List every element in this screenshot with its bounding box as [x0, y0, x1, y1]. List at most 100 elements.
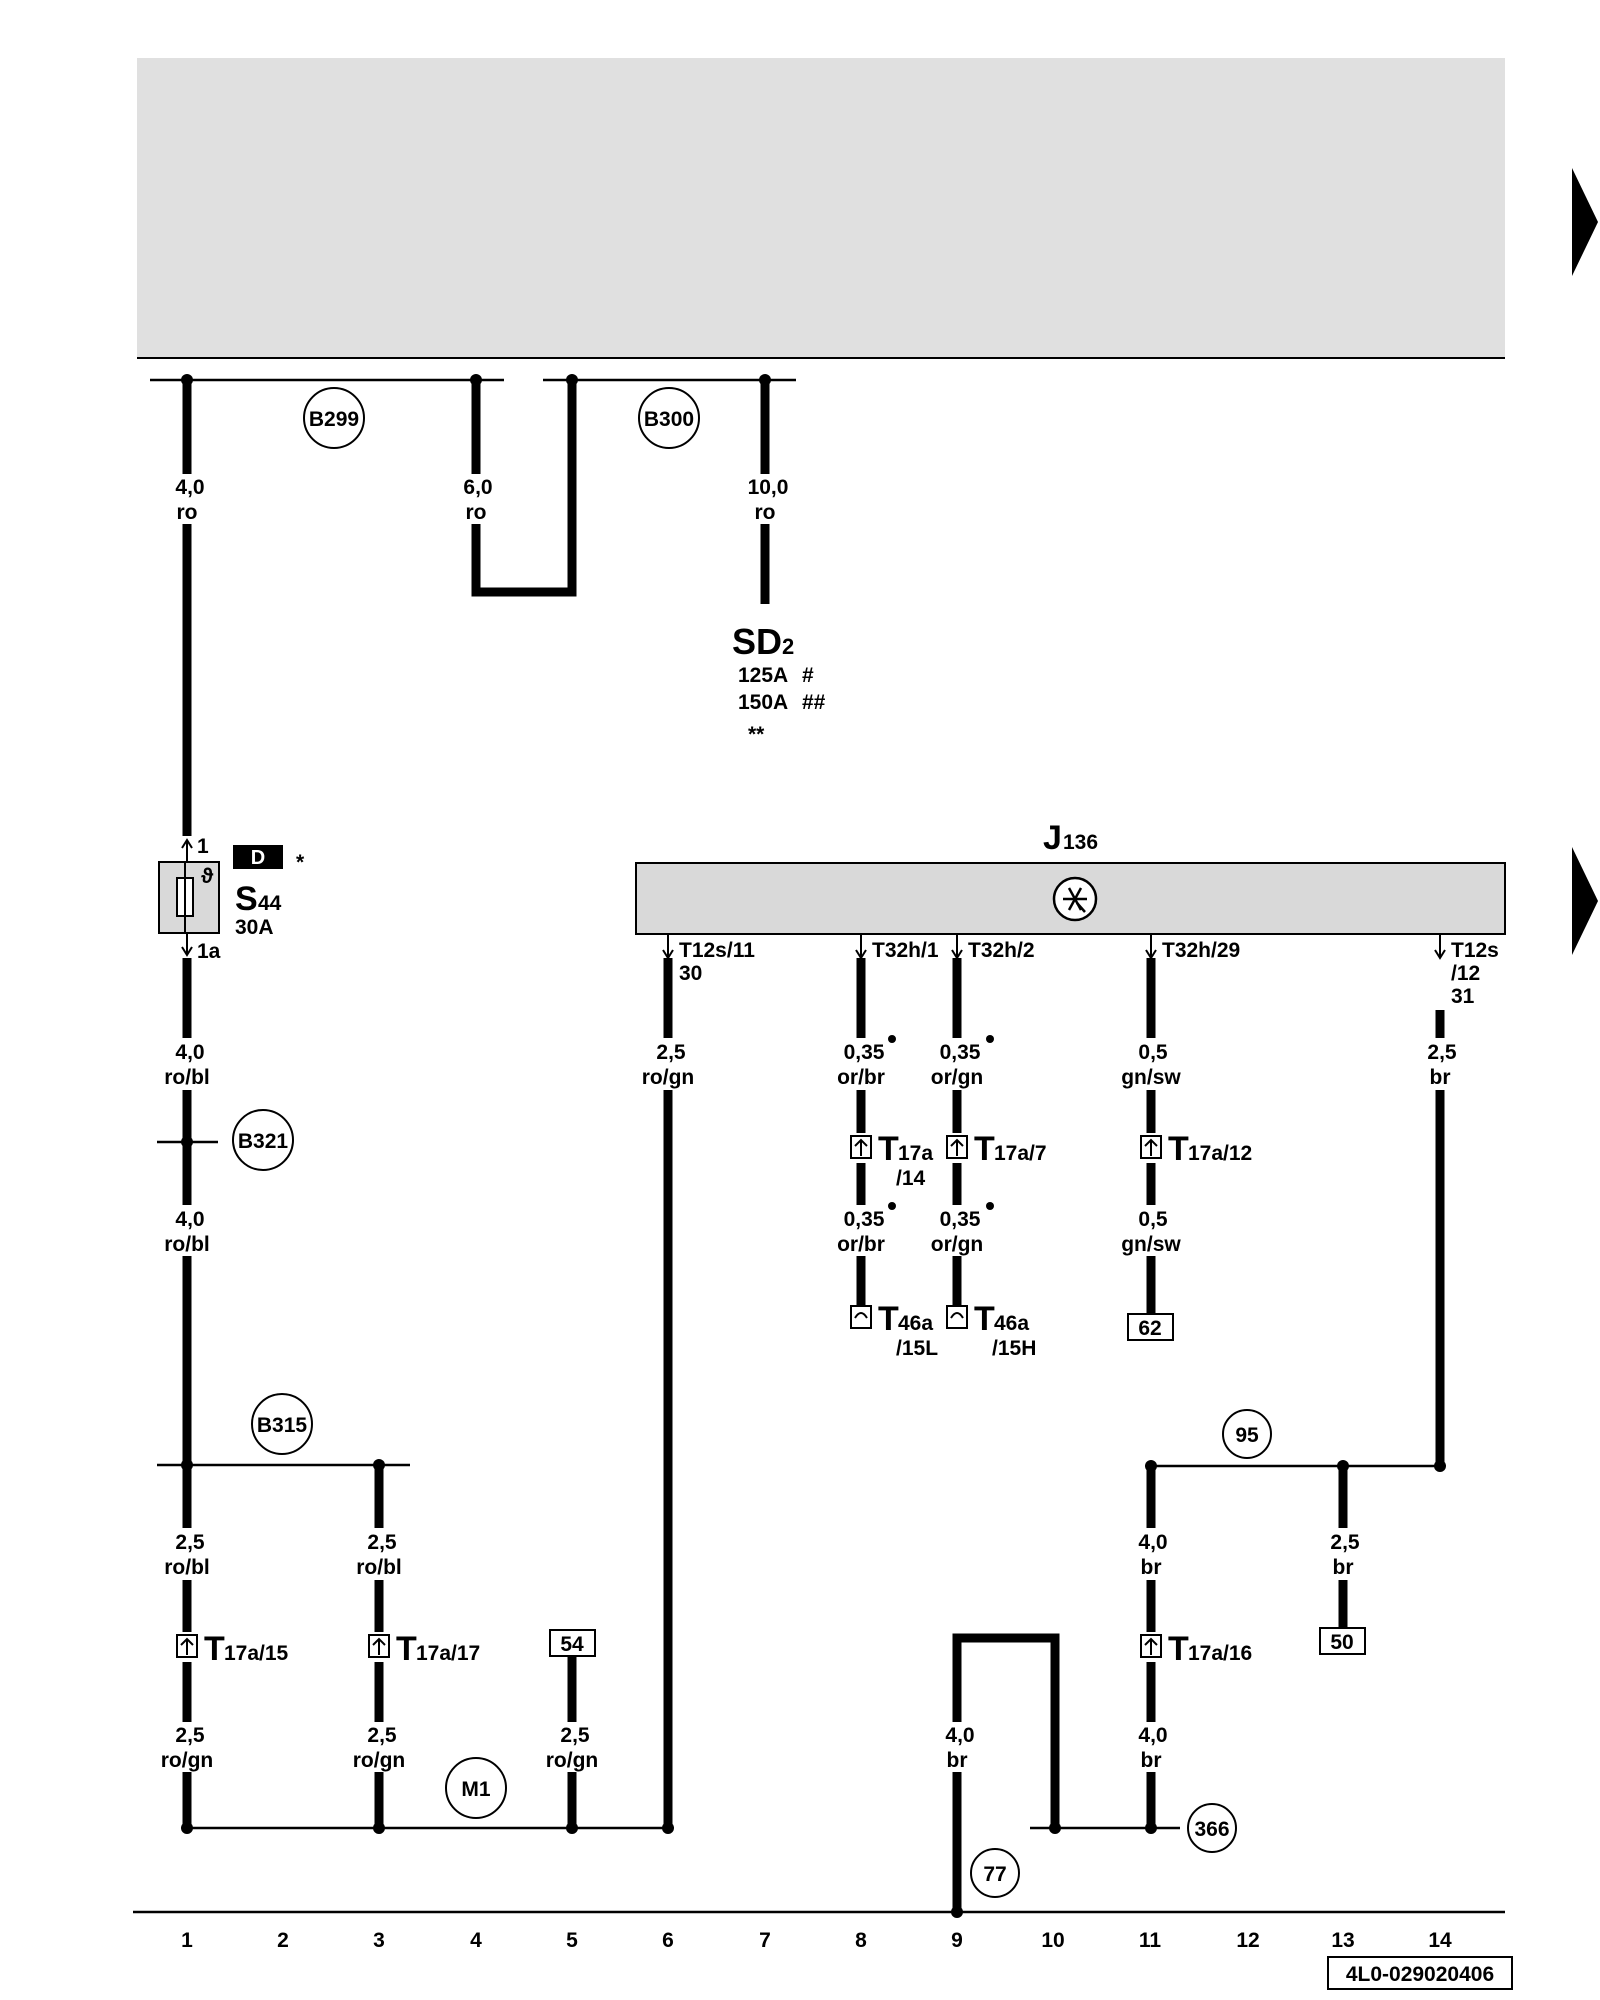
svg-text:gn/sw: gn/sw: [1121, 1233, 1181, 1256]
svg-text:2,5: 2,5: [1330, 1531, 1360, 1554]
connector-t17a16[interactable]: T 17a/16: [1140, 1630, 1252, 1668]
svg-text:br: br: [947, 1749, 968, 1772]
svg-text:/14: /14: [896, 1167, 926, 1190]
page-arrow-top-icon[interactable]: [1572, 168, 1598, 276]
wire-label-w9b: 0,35 or/gn: [931, 1202, 994, 1256]
fuse-s44[interactable]: [158, 861, 220, 934]
connector-t17a15[interactable]: T 17a/15: [176, 1630, 289, 1668]
node-b300[interactable]: B300: [638, 387, 700, 449]
box-62[interactable]: 62: [1127, 1313, 1174, 1341]
svg-text:4,0: 4,0: [175, 476, 204, 499]
track-number: 7: [759, 1929, 771, 1952]
svg-text:0,5: 0,5: [1138, 1041, 1168, 1064]
svg-text:0,35: 0,35: [940, 1041, 981, 1064]
svg-text:4,0: 4,0: [175, 1208, 204, 1231]
wire-col4-loop: [471, 380, 577, 597]
svg-text:**: **: [748, 723, 765, 746]
svg-text:17a: 17a: [898, 1142, 933, 1165]
wire-label-w11a: 0,5 gn/sw: [1121, 1041, 1181, 1089]
wire-label-w3b: 2,5 ro/gn: [353, 1724, 406, 1772]
svg-text:/15H: /15H: [992, 1337, 1036, 1360]
control-unit-j136[interactable]: [635, 862, 1506, 935]
pin-marker: [1145, 934, 1157, 960]
wire-label-w1e: 2,5 ro/gn: [161, 1724, 214, 1772]
svg-text:4L0-029020406: 4L0-029020406: [1346, 1963, 1494, 1986]
connector-t17a7[interactable]: T 17a/7: [946, 1130, 1047, 1168]
svg-text:2,5: 2,5: [560, 1724, 590, 1747]
wire-label-w14: 2,5 br: [1427, 1041, 1457, 1089]
svg-text:366: 366: [1194, 1818, 1229, 1841]
track-number: 13: [1331, 1929, 1354, 1952]
box-54[interactable]: 54: [549, 1629, 596, 1657]
svg-text:or/gn: or/gn: [931, 1233, 984, 1256]
svg-text:B321: B321: [238, 1130, 289, 1153]
node-77[interactable]: 77: [970, 1848, 1020, 1898]
track-number: 5: [566, 1929, 578, 1952]
wire-label-w13: 2,5 br: [1330, 1531, 1360, 1579]
junction: [181, 1822, 193, 1834]
pin-marker: [662, 934, 674, 960]
fuse-s44-pin-out: 1a: [181, 933, 221, 963]
svg-text:ro/bl: ro/bl: [164, 1233, 210, 1256]
svg-text:0,5: 0,5: [1138, 1208, 1168, 1231]
fuse-s44-note: *: [296, 851, 305, 874]
connector-t46a15h[interactable]: T 46a /15H: [946, 1300, 1036, 1360]
svg-text:M1: M1: [461, 1778, 490, 1801]
svg-text:6,0: 6,0: [463, 476, 492, 499]
wire-label-w1d: 2,5 ro/bl: [164, 1531, 210, 1579]
svg-text:2,5: 2,5: [1427, 1041, 1457, 1064]
wire-label-w1c: 4,0 ro/bl: [164, 1208, 210, 1256]
junction: [470, 374, 482, 386]
svg-text:4,0: 4,0: [175, 1041, 204, 1064]
svg-text:1: 1: [197, 835, 209, 858]
svg-text:ro/bl: ro/bl: [164, 1556, 210, 1579]
junction: [566, 1822, 578, 1834]
node-b321[interactable]: B321: [232, 1109, 294, 1171]
svg-text:0,35: 0,35: [940, 1208, 981, 1231]
svg-text:17a/12: 17a/12: [1188, 1142, 1252, 1165]
wire-label-w3a: 2,5 ro/bl: [356, 1531, 402, 1579]
track-number: 12: [1236, 1929, 1259, 1952]
svg-text:0,35: 0,35: [844, 1208, 885, 1231]
junction: [181, 374, 193, 386]
node-366[interactable]: 366: [1187, 1803, 1237, 1853]
svg-text:ro/gn: ro/gn: [161, 1749, 214, 1772]
connector-t46a15l[interactable]: T 46a /15L: [850, 1300, 938, 1360]
connector-t17a17[interactable]: T 17a/17: [368, 1630, 480, 1668]
node-b315[interactable]: B315: [251, 1393, 313, 1455]
svg-text:T12s: T12s: [1451, 939, 1499, 962]
document-code: 4L0-029020406: [1327, 1956, 1513, 1990]
svg-text:gn/sw: gn/sw: [1121, 1066, 1181, 1089]
svg-text:T: T: [1168, 1130, 1189, 1168]
svg-text:77: 77: [983, 1863, 1006, 1886]
svg-text:ro/gn: ro/gn: [546, 1749, 599, 1772]
svg-text:/15L: /15L: [896, 1337, 938, 1360]
node-95[interactable]: 95: [1222, 1409, 1272, 1459]
node-b299[interactable]: B299: [303, 387, 365, 449]
svg-text:T: T: [974, 1130, 995, 1168]
connector-t17a12[interactable]: T 17a/12: [1140, 1130, 1252, 1168]
svg-text:44: 44: [258, 892, 282, 915]
svg-text:0,35: 0,35: [844, 1041, 885, 1064]
node-m1[interactable]: M1: [445, 1757, 507, 1819]
svg-text:ro/bl: ro/bl: [356, 1556, 402, 1579]
track-number: 8: [855, 1929, 867, 1952]
box-50[interactable]: 50: [1319, 1627, 1366, 1655]
svg-text:T: T: [878, 1300, 899, 1338]
connector-t17a14[interactable]: T 17a /14: [850, 1130, 933, 1190]
svg-text:/12: /12: [1451, 962, 1480, 985]
svg-text:1a: 1a: [197, 940, 221, 963]
pin-label-t12s12: T12s /12 31: [1451, 939, 1499, 1008]
wire-label-w11b: 0,5 gn/sw: [1121, 1208, 1181, 1256]
svg-text:62: 62: [1138, 1317, 1161, 1340]
svg-text:ro/gn: ro/gn: [353, 1749, 406, 1772]
track-number: 6: [662, 1929, 674, 1952]
svg-text:ro/bl: ro/bl: [164, 1066, 210, 1089]
svg-text:125A: 125A: [738, 664, 788, 687]
pin-label-t12s11: T12s/11 30: [679, 939, 755, 985]
svg-text:95: 95: [1235, 1424, 1259, 1447]
page-arrow-bottom-icon[interactable]: [1572, 847, 1598, 955]
svg-text:4,0: 4,0: [1138, 1724, 1167, 1747]
junction: [566, 374, 578, 386]
